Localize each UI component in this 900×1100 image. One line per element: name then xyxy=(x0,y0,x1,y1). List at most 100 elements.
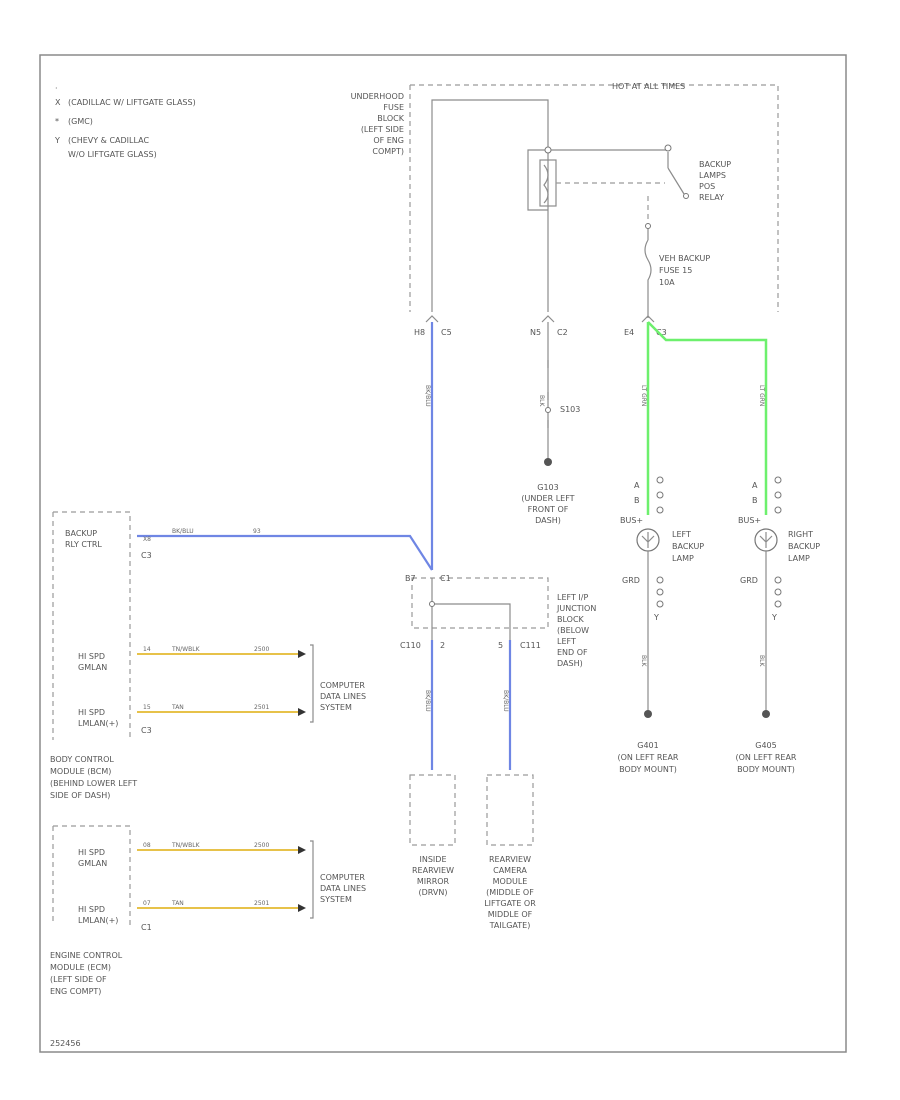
svg-text:TAN: TAN xyxy=(171,900,184,907)
wire-label-c5: BK/BLU xyxy=(424,385,431,407)
ground-g103-icon xyxy=(544,458,552,466)
c2-pin: N5 xyxy=(530,328,541,337)
svg-text:DASH): DASH) xyxy=(557,659,583,668)
svg-text:BUS+: BUS+ xyxy=(620,516,643,525)
bcm-outline xyxy=(52,511,131,740)
svg-text:G103: G103 xyxy=(537,483,558,492)
svg-text:14: 14 xyxy=(143,646,151,653)
legend-symbol-2: Y xyxy=(54,136,60,145)
c3-label: C3 xyxy=(656,328,667,337)
svg-text:OF ENG: OF ENG xyxy=(373,136,404,145)
svg-text:2501: 2501 xyxy=(254,900,269,907)
relay-label: BACKUP LAMPS POS RELAY xyxy=(699,160,731,202)
junction-c1-pin: B7 xyxy=(405,574,416,583)
svg-text:FRONT OF: FRONT OF xyxy=(528,505,569,514)
svg-text:VEH BACKUP: VEH BACKUP xyxy=(659,254,710,263)
ecm-box: HI SPD GMLAN HI SPD LMLAN(+) C1 xyxy=(78,848,152,932)
ecm-label: ENGINE CONTROL MODULE (ECM) (LEFT SIDE O… xyxy=(50,951,123,996)
blue-wire-bcm xyxy=(137,534,433,571)
junction-bus xyxy=(431,578,511,640)
svg-text:2500: 2500 xyxy=(254,646,269,653)
svg-text:INSIDE: INSIDE xyxy=(420,855,447,864)
svg-text:B: B xyxy=(634,496,640,505)
svg-text:ENG COMPT): ENG COMPT) xyxy=(50,987,101,996)
svg-text:A: A xyxy=(752,481,758,490)
svg-text:LMLAN(+): LMLAN(+) xyxy=(78,719,118,728)
svg-text:MODULE (ECM): MODULE (ECM) xyxy=(50,963,111,972)
svg-text:C3: C3 xyxy=(141,726,152,735)
ecm-outline xyxy=(52,825,131,925)
bcm-box: BACKUP RLY CTRL C3 HI SPD GMLAN HI SPD L… xyxy=(65,529,152,735)
svg-text:(DRVN): (DRVN) xyxy=(419,888,448,897)
legend-mark-0: · xyxy=(55,84,58,93)
svg-text:TAN: TAN xyxy=(171,704,184,711)
wire-label-c3-left: LT GRN xyxy=(640,385,647,406)
svg-text:SIDE OF DASH): SIDE OF DASH) xyxy=(50,791,110,800)
svg-text:DATA LINES: DATA LINES xyxy=(320,692,366,701)
legend-text-3: W/O LIFTGATE GLASS) xyxy=(68,150,157,159)
svg-text:C1: C1 xyxy=(141,923,152,932)
c2-label: C2 xyxy=(557,328,568,337)
svg-text:GRD: GRD xyxy=(622,576,640,585)
svg-text:G401: G401 xyxy=(637,741,658,750)
c110-pin: 2 xyxy=(440,641,445,650)
svg-text:BLOCK: BLOCK xyxy=(377,114,405,123)
svg-text:LEFT: LEFT xyxy=(672,530,691,539)
svg-text:COMPUTER: COMPUTER xyxy=(320,873,365,882)
svg-text:MODULE (BCM): MODULE (BCM) xyxy=(50,767,111,776)
legend-text-0: (CADILLAC W/ LIFTGATE GLASS) xyxy=(68,98,196,107)
svg-text:(ON LEFT REAR: (ON LEFT REAR xyxy=(618,753,679,762)
svg-text:LAMP: LAMP xyxy=(672,554,694,563)
svg-text:MODULE: MODULE xyxy=(493,877,528,886)
svg-text:REARVIEW: REARVIEW xyxy=(489,855,531,864)
c110-label: C110 xyxy=(400,641,421,650)
svg-text:LEFT: LEFT xyxy=(557,637,576,646)
svg-text:HI SPD: HI SPD xyxy=(78,905,105,914)
wire-label-c3-right: LT GRN xyxy=(758,385,765,406)
bcm-label: BODY CONTROL MODULE (BCM) (BEHIND LOWER … xyxy=(50,755,137,800)
svg-text:SYSTEM: SYSTEM xyxy=(320,703,352,712)
ground-g103-label: G103 (UNDER LEFT FRONT OF DASH) xyxy=(521,483,574,525)
svg-text:DATA LINES: DATA LINES xyxy=(320,884,366,893)
ground-g405-label: G405 (ON LEFT REAR BODY MOUNT) xyxy=(736,741,797,774)
svg-text:END OF: END OF xyxy=(557,648,588,657)
legend-text-1: (GMC) xyxy=(68,117,93,126)
c3-pin: E4 xyxy=(624,328,634,337)
svg-text:GMLAN: GMLAN xyxy=(78,663,107,672)
svg-text:COMPUTER: COMPUTER xyxy=(320,681,365,690)
c111-pin: 5 xyxy=(498,641,503,650)
svg-text:RIGHT: RIGHT xyxy=(788,530,813,539)
bcm-arrow-a-icon xyxy=(298,650,306,658)
svg-text:FUSE 15: FUSE 15 xyxy=(659,266,692,275)
bcm-arrow-b-icon xyxy=(298,708,306,716)
svg-text:BACKUP: BACKUP xyxy=(788,542,820,551)
svg-text:07: 07 xyxy=(143,900,151,907)
svg-text:LIFTGATE OR: LIFTGATE OR xyxy=(484,899,536,908)
svg-text:GMLAN: GMLAN xyxy=(78,859,107,868)
legend-symbol-0: X xyxy=(55,98,61,107)
wire-label-right-gnd: BLK xyxy=(758,655,765,667)
wire-label-camera: BK/BLU xyxy=(502,690,509,712)
camera-outline xyxy=(486,774,534,846)
svg-text:ENGINE CONTROL: ENGINE CONTROL xyxy=(50,951,123,960)
wire-label-mirror: BK/BLU xyxy=(424,690,431,712)
svg-text:TN/WBLK: TN/WBLK xyxy=(171,842,201,849)
svg-text:HI SPD: HI SPD xyxy=(78,708,105,717)
svg-text:Y: Y xyxy=(653,613,659,622)
fuse-block-bus xyxy=(431,99,549,312)
computer-data-lines-ecm: COMPUTER DATA LINES SYSTEM xyxy=(320,873,366,904)
svg-text:(LEFT SIDE: (LEFT SIDE xyxy=(361,125,404,134)
computer-data-lines-bcm: COMPUTER DATA LINES SYSTEM xyxy=(320,681,366,712)
ecm-arrow-a-icon xyxy=(298,846,306,854)
svg-text:DASH): DASH) xyxy=(535,516,561,525)
svg-text:GRD: GRD xyxy=(740,576,758,585)
wire-circuit-bcm: 93 xyxy=(253,528,261,535)
wire-label-left-gnd: BLK xyxy=(640,655,647,667)
svg-text:LAMPS: LAMPS xyxy=(699,171,726,180)
svg-text:2500: 2500 xyxy=(254,842,269,849)
svg-text:SYSTEM: SYSTEM xyxy=(320,895,352,904)
c5-pin: H8 xyxy=(414,328,425,337)
svg-text:HI SPD: HI SPD xyxy=(78,652,105,661)
svg-text:BACKUP: BACKUP xyxy=(699,160,731,169)
svg-text:UNDERHOOD: UNDERHOOD xyxy=(351,92,404,101)
